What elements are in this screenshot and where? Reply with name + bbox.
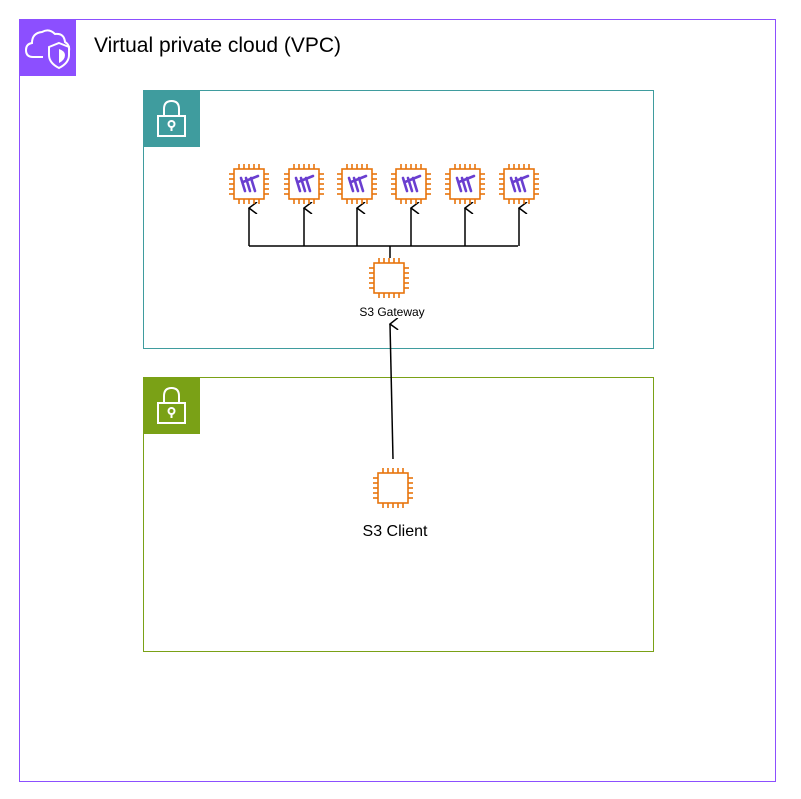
node-logo-icon bbox=[401, 174, 422, 193]
node-logo-icon bbox=[239, 174, 260, 193]
client-to-gateway-arrow bbox=[390, 324, 393, 460]
vpc-cloud-shield-icon bbox=[24, 29, 71, 70]
storage-node[interactable] bbox=[498, 163, 540, 205]
storage-node-group bbox=[228, 163, 540, 205]
connectors bbox=[249, 208, 519, 258]
ec2-instance-icon bbox=[372, 467, 414, 509]
public-subnet bbox=[143, 377, 654, 652]
s3-client-label: S3 Client bbox=[362, 523, 428, 540]
vpc-container bbox=[19, 19, 776, 782]
private-subnet-badge bbox=[143, 90, 200, 147]
s3-gateway-node[interactable] bbox=[368, 257, 410, 299]
storage-node[interactable] bbox=[390, 163, 432, 205]
storage-node[interactable] bbox=[336, 163, 378, 205]
node-logo-icon bbox=[509, 174, 530, 193]
storage-node[interactable] bbox=[444, 163, 486, 205]
lock-icon bbox=[157, 386, 186, 424]
vpc-badge bbox=[19, 19, 76, 76]
ec2-instance-icon bbox=[368, 257, 410, 299]
node-logo-icon bbox=[455, 174, 476, 193]
public-subnet-badge bbox=[143, 377, 200, 434]
s3-client-node[interactable] bbox=[372, 467, 414, 509]
s3-gateway-label: S3 Gateway bbox=[359, 305, 425, 319]
private-subnet bbox=[143, 90, 654, 349]
node-logo-icon bbox=[347, 174, 368, 193]
storage-node[interactable] bbox=[283, 163, 325, 205]
lock-icon bbox=[157, 99, 186, 137]
vpc-title: Virtual private cloud (VPC) bbox=[94, 34, 342, 57]
storage-node[interactable] bbox=[228, 163, 270, 205]
node-logo-icon bbox=[294, 174, 315, 193]
